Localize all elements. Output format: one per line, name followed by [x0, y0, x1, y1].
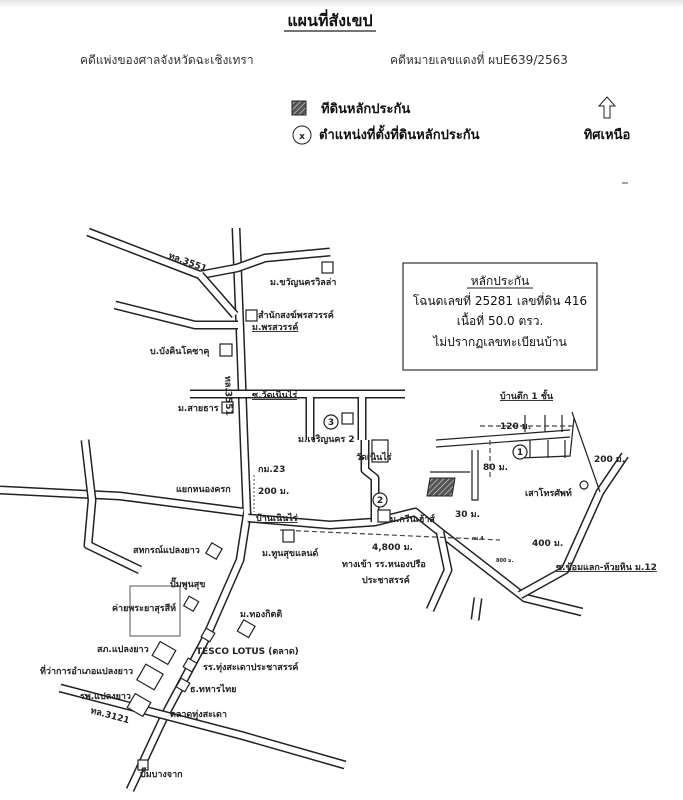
label-tmb: ธ.ทหารไทย [190, 683, 236, 695]
label-camp: ค่ายพระยาสุรสีห์ [112, 602, 176, 614]
north-arrow-icon [597, 96, 617, 119]
label-district-office: ที่ว่าการอำเภอแปลงยาว [40, 664, 133, 677]
north-label: ทิศเหนือ [584, 127, 631, 143]
svg-text:2: 2 [377, 496, 383, 506]
label-pole: เสาโทรศัพท์ [525, 487, 572, 499]
label-khwan-nakhon: ม.ขวัญนครวิลล่า [270, 277, 336, 288]
camp-outline [129, 585, 181, 637]
page-title: แผนที่สังเขป [287, 9, 372, 30]
scan-shadow [0, 0, 683, 8]
label-dist-200-left: 200 ม. [258, 487, 289, 497]
label-thun-suk: ม.ทูนสุขแลนด์ [262, 547, 319, 559]
label-highway-3551: ทล.3551 [222, 376, 233, 416]
collateral-info-box: หลักประกัน โฉนดเลขที่ 25281 เลขที่ดิน 41… [402, 262, 598, 371]
label-pump-poonsuk: ปั๊มพูนสุข [170, 577, 205, 590]
label-police: สภ.แปลงยาว [97, 644, 149, 655]
road-network [0, 227, 629, 792]
road-soi-wat-noen-rai [190, 389, 405, 440]
label-green-house: ม.กรีนเฮ้าส์ [390, 513, 435, 525]
label-phon-sawan: ม.พรสวรรค์ [252, 321, 298, 333]
label-dist-400: 400 ม. [532, 539, 563, 549]
label-sai-than: ม.สายธาร [178, 404, 219, 414]
svg-text:1: 1 [517, 448, 523, 458]
legend-collateral-land: ทีดินหลักประกัน [321, 101, 410, 117]
label-school-tung: รร.ทุ่งสะเดาประชาสรรค์ [203, 661, 298, 673]
road-3121 [58, 683, 347, 770]
case-number: คดีหมายเลขแดงที่ ผบE639/2563 [390, 51, 568, 67]
label-nong-khrok: แยกหนองครก [176, 485, 231, 495]
info-area: เนื้อที่ 50.0 ตรว. [457, 312, 544, 328]
location-marker-icon [292, 125, 312, 145]
label-ban-noen-rai: บ้านเนินไร่ [256, 512, 298, 524]
label-school-entry: ทางเข้า รร.หนองปรือ [342, 558, 426, 570]
marker-1: 1 [512, 444, 528, 460]
road-ban-soi [113, 300, 238, 330]
map-labels: ทล.3551 ทล.3551 ม.ขวัญนครวิลล่า สำนักสงฆ… [40, 251, 657, 780]
label-charoen-nakhon: ม.เจริญนคร 2 [298, 434, 355, 445]
label-bangkin: บ.บังคินโคซาคุ [150, 345, 209, 357]
hatched-land-icon [291, 100, 307, 116]
label-dist-30: 30 ม. [455, 510, 480, 520]
marker-2: 2 [372, 492, 388, 508]
label-wat-noen-rai: วัดเนินไร่ [356, 451, 392, 463]
legend-location: ตำแหน่งที่ตั้งที่ดินหลักประกัน [319, 124, 480, 143]
label-market: ตลาดทุ่งสะเดา [170, 709, 227, 720]
landmark-buildings [126, 261, 589, 771]
label-dist-4800: 4,800 ม. [372, 543, 413, 553]
info-heading: หลักประกัน [471, 274, 530, 288]
label-dist-800: 800 ม. [496, 558, 513, 564]
label-km23: กม.23 [258, 465, 285, 475]
location-marker-symbol: x [299, 132, 305, 142]
label-soi-wat-noen-rai: ซ.วัดเนินไร่ [252, 389, 297, 401]
road-northwest [86, 227, 331, 318]
road-nong-khrok [0, 439, 244, 575]
label-dist-120: 120 ม. [500, 422, 531, 432]
svg-text:3: 3 [328, 418, 334, 428]
collateral-land-plot [426, 477, 456, 497]
label-hospital: รพ.แปลงยาว [80, 691, 131, 702]
label-monastery: สำนักสงฆ์พรสวรรค์ [258, 309, 334, 321]
label-school-entry-2: ประชาสรรค์ [362, 574, 410, 586]
info-house-number: ไม่ปรากฏเลขทะเบียนบ้าน [432, 335, 567, 349]
label-km4: กม.4 [472, 536, 484, 542]
site-roads [279, 411, 601, 541]
label-dist-80: 80 ม. [483, 463, 508, 473]
court-name: คดีแพ่งของศาลจังหวัดฉะเชิงเทรา [80, 53, 254, 67]
label-soi-khom: ซ.ข้อมแลก-ห้วยหิน ม.12 [556, 562, 657, 573]
label-thong-kitti: ม.ทองกิตติ [240, 609, 282, 620]
label-house: บ้านตึก 1 ชั้น [500, 389, 554, 402]
label-dist-200-right: 200 ม. [594, 455, 625, 465]
label-cooperative: สหกรณ์แปลงยาว [133, 544, 200, 556]
main-road-3551 [125, 227, 252, 792]
marker-3: 3 [323, 414, 339, 430]
label-tesco: TESCO LOTUS (ตลาด) [196, 647, 299, 657]
info-deed: โฉนดเลขที่ 25281 เลขที่ดิน 416 [413, 292, 587, 308]
road-ban-noen-rai [247, 440, 629, 621]
label-bangchak: ปั๊มบางจาก [140, 767, 183, 780]
